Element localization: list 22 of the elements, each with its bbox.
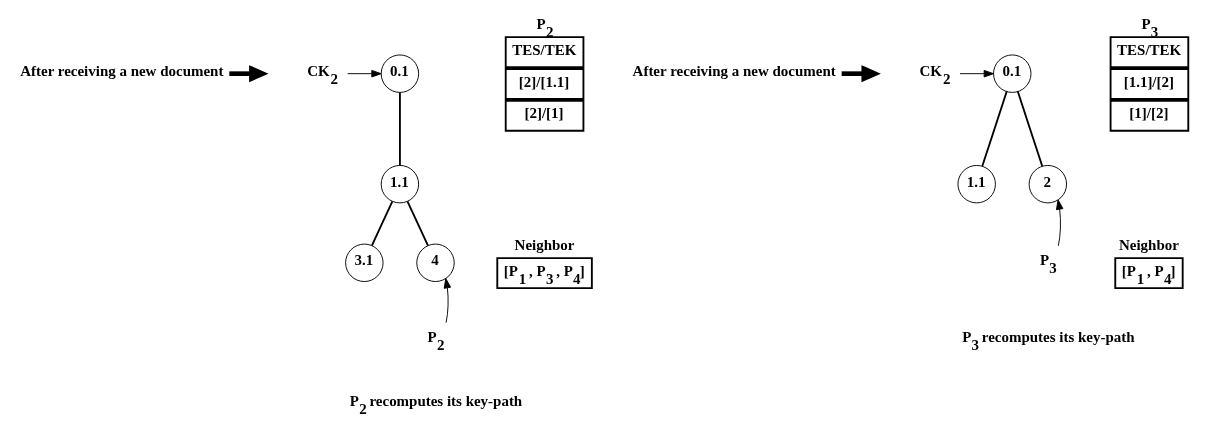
connector: [980, 90, 1008, 167]
node-circle: 1.1: [380, 164, 419, 204]
arrow: [443, 278, 451, 324]
connector: [406, 200, 429, 247]
connector: [370, 200, 393, 247]
node-text: After receiving a new document: [632, 63, 836, 80]
node-text: After receiving a new document: [19, 63, 223, 80]
node-circle: 0.1: [992, 54, 1031, 93]
connector: [398, 91, 401, 167]
node-circle: 3.1: [344, 243, 384, 282]
node-circle: 4: [415, 243, 455, 282]
node-circle: 0.1: [380, 54, 419, 93]
arrow: [228, 65, 269, 83]
node-circle: 2: [1028, 164, 1067, 204]
node-label: Neighbor: [514, 236, 574, 253]
node-circle: 1.1: [957, 164, 996, 204]
arrow: [346, 69, 382, 78]
connector: [1016, 90, 1043, 167]
arrow: [959, 69, 994, 78]
arrow: [841, 65, 881, 83]
arrow: [1055, 199, 1063, 247]
node-label: Neighbor: [1118, 236, 1179, 253]
